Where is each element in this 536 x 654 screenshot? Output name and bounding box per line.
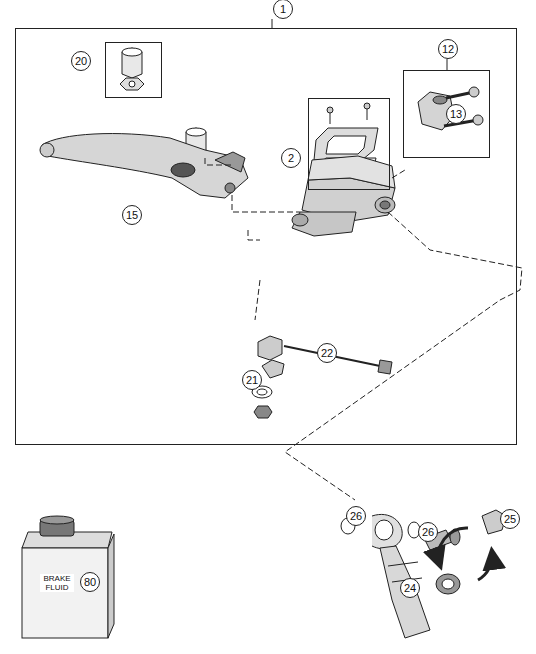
callout-number: 15 (122, 205, 142, 225)
can-label: BRAKE FLUID (40, 574, 74, 592)
callout-number: 13 (446, 104, 466, 124)
callout-number: 24 (400, 578, 420, 598)
callout-number: 25 (500, 509, 520, 529)
assembly-frame: 120212 (15, 28, 517, 445)
kit-box: 2 (308, 98, 390, 190)
callout-number: 26 (346, 506, 366, 526)
callout-number: 21 (242, 370, 262, 390)
callout-number: 2 (281, 148, 301, 168)
callout-number: 26 (418, 522, 438, 542)
kit-box: 20 (105, 42, 162, 98)
callout-number: 22 (317, 343, 337, 363)
callout-number: 80 (80, 572, 100, 592)
callout-number: 1 (273, 0, 293, 19)
callout-number: 12 (438, 39, 458, 59)
callout-number: 20 (71, 51, 91, 71)
